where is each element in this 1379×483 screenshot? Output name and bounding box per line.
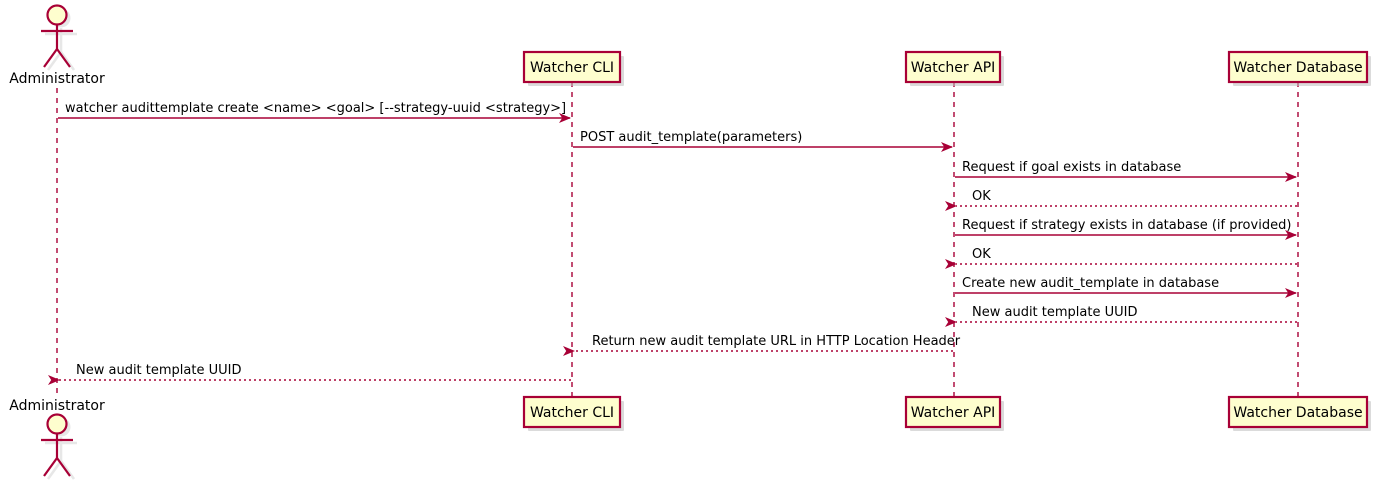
participant-label: Watcher API [911, 60, 996, 76]
participant-label: Watcher CLI [530, 405, 614, 421]
participant-api-bottom[interactable]: Watcher API [904, 395, 1004, 431]
lifelines [56, 82, 1299, 398]
message-label: New audit template UUID [972, 305, 1137, 320]
message-label: Return new audit template URL in HTTP Lo… [592, 334, 961, 349]
participant-db-top[interactable]: Watcher Database [1227, 50, 1371, 86]
message-label: POST audit_template(parameters) [580, 130, 802, 145]
message-4[interactable]: OK [945, 189, 1297, 211]
participant-cli-bottom[interactable]: Watcher CLI [522, 395, 624, 431]
actor-label: Administrator [9, 71, 105, 87]
message-6[interactable]: OK [945, 247, 1297, 269]
message-label: Request if goal exists in database [962, 160, 1181, 175]
participant-box[interactable] [904, 50, 1002, 84]
message-label: watcher audittemplate create <name> <goa… [65, 101, 566, 116]
message-2[interactable]: POST audit_template(parameters) [573, 130, 953, 152]
message-3[interactable]: Request if goal exists in database [955, 160, 1297, 182]
message-10[interactable]: New audit template UUID [48, 363, 571, 385]
message-5[interactable]: Request if strategy exists in database (… [955, 218, 1297, 240]
actor-icon[interactable] [41, 413, 73, 477]
participant-label: Watcher API [911, 405, 996, 421]
message-9[interactable]: Return new audit template URL in HTTP Lo… [563, 334, 961, 356]
message-8[interactable]: New audit template UUID [945, 305, 1297, 327]
message-1[interactable]: watcher audittemplate create <name> <goa… [58, 101, 571, 123]
message-label: New audit template UUID [76, 363, 241, 378]
actor-administrator-top[interactable]: Administrator [9, 4, 105, 88]
participant-label: Watcher Database [1233, 405, 1362, 421]
participant-api-top[interactable]: Watcher API [904, 50, 1004, 86]
participant-box[interactable] [1227, 395, 1369, 429]
participant-box[interactable] [522, 50, 622, 84]
message-label: OK [972, 189, 991, 204]
participant-box[interactable] [904, 395, 1002, 429]
participant-db-bottom[interactable]: Watcher Database [1227, 395, 1371, 431]
actor-administrator-bottom[interactable]: Administrator [9, 398, 105, 480]
participant-box[interactable] [522, 395, 622, 429]
message-7[interactable]: Create new audit_template in database [955, 276, 1297, 298]
participant-label: Watcher Database [1233, 60, 1362, 76]
message-label: OK [972, 247, 991, 262]
participant-box[interactable] [1227, 50, 1369, 84]
message-label: Request if strategy exists in database (… [962, 218, 1291, 233]
actor-label: Administrator [9, 398, 105, 414]
participant-cli-top[interactable]: Watcher CLI [522, 50, 624, 86]
participant-label: Watcher CLI [530, 60, 614, 76]
message-label: Create new audit_template in database [962, 276, 1219, 291]
actor-icon[interactable] [41, 4, 73, 68]
